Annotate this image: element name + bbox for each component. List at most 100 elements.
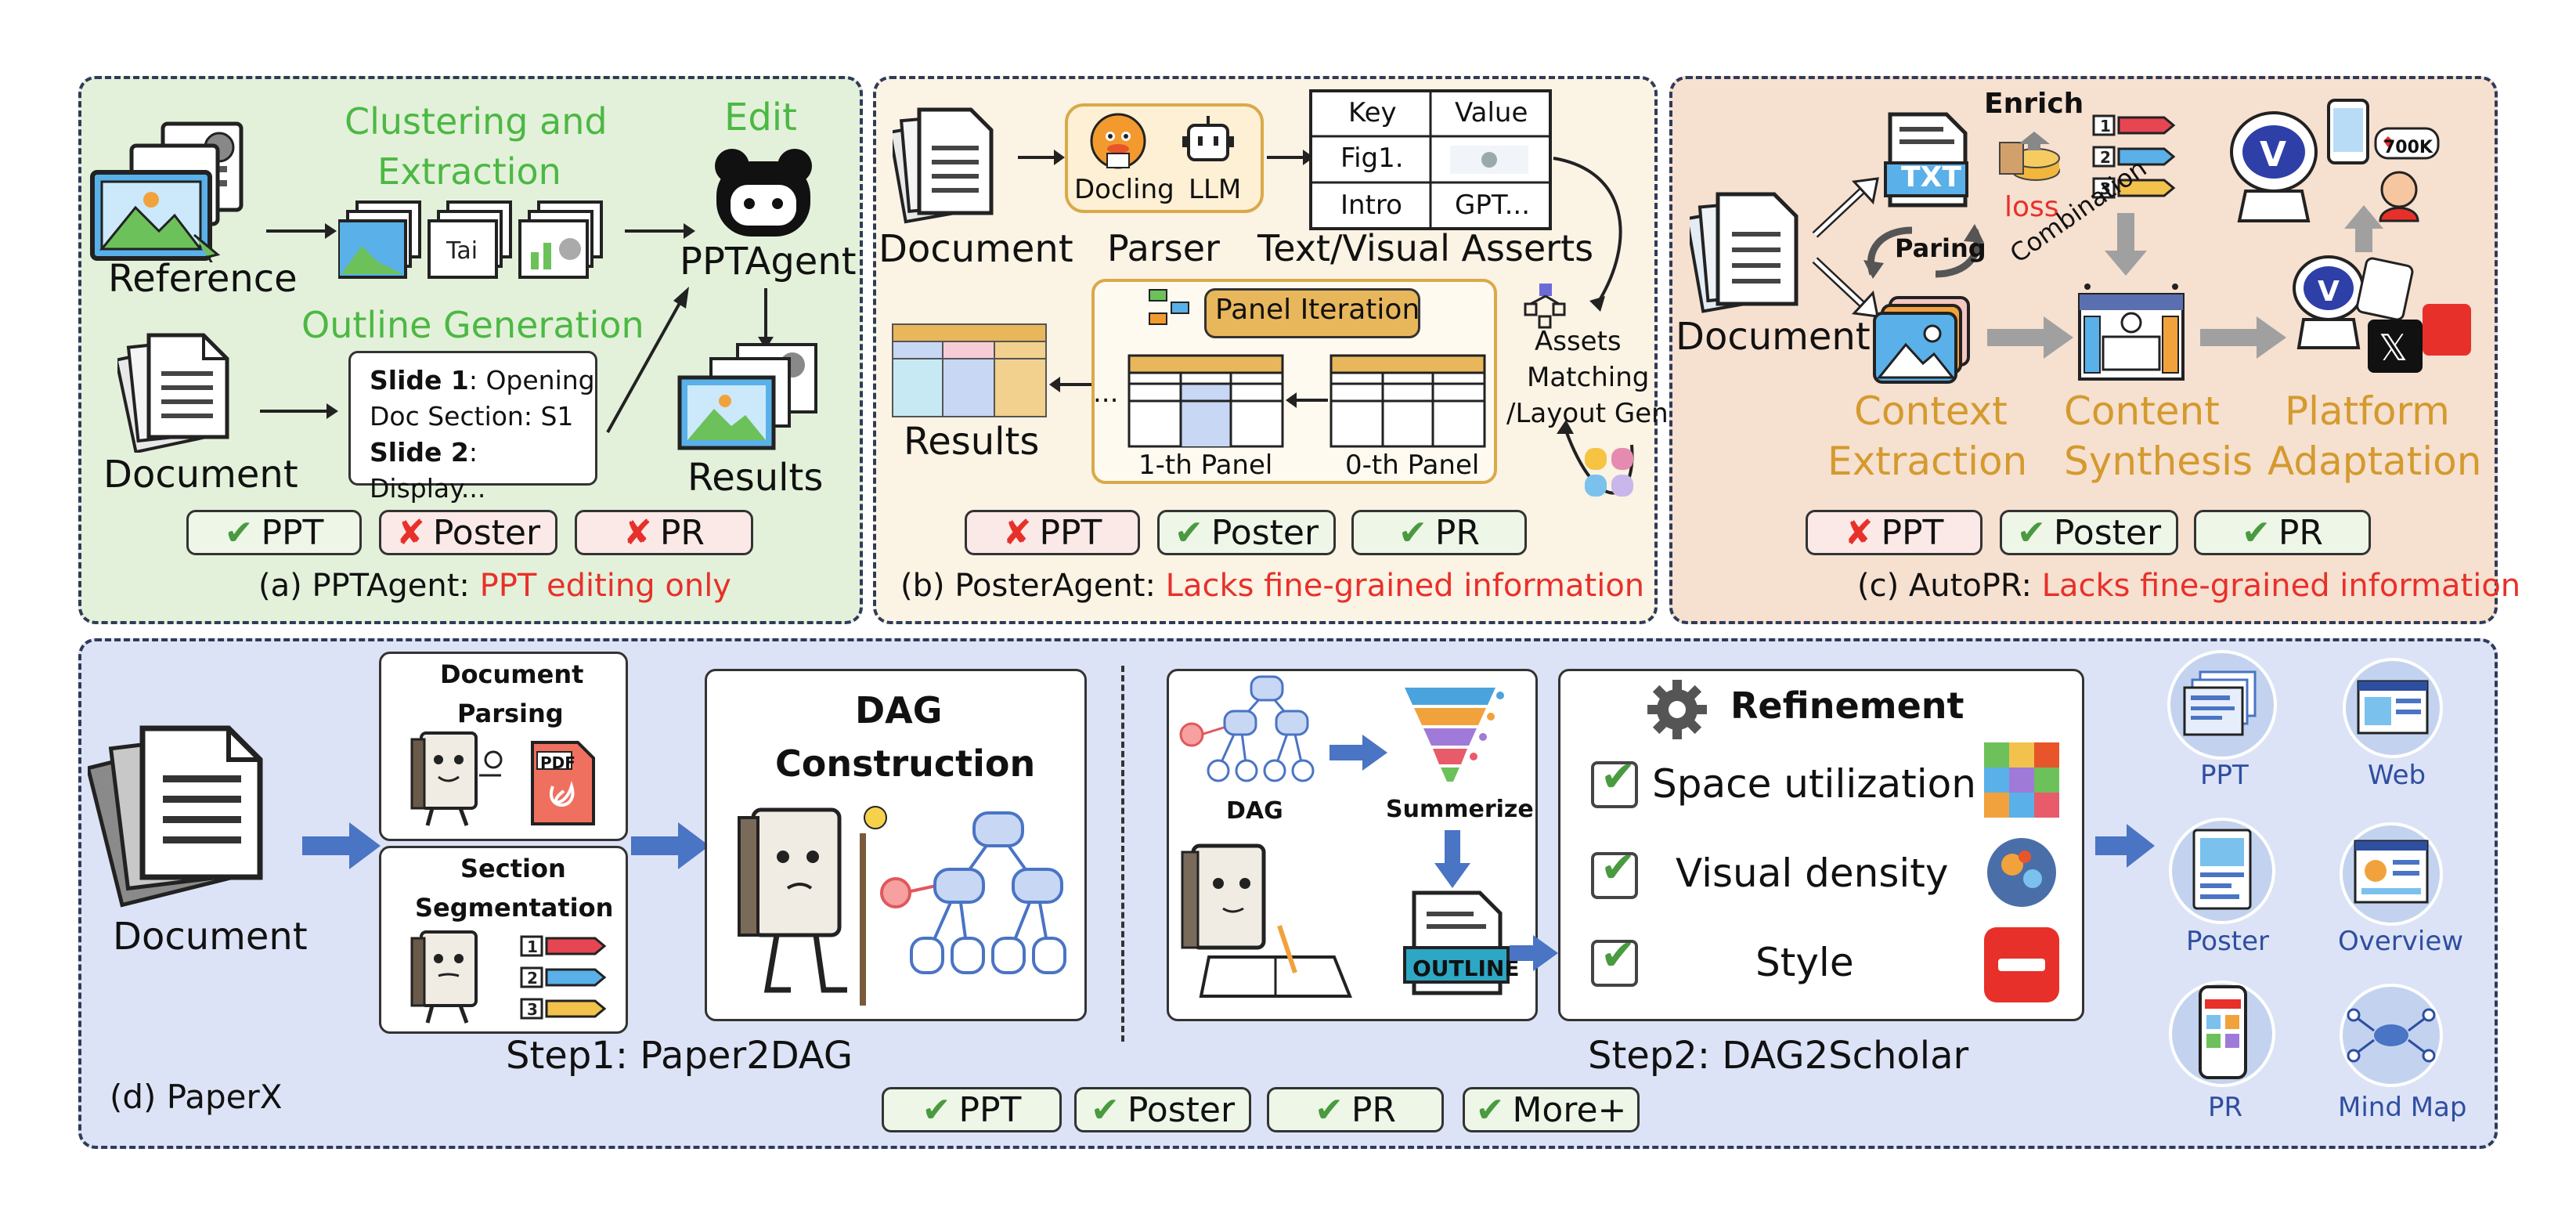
- gear-icon: [1647, 680, 1707, 739]
- poster-output-icon: [2169, 818, 2275, 924]
- context-label-2: Extraction: [1827, 439, 2028, 484]
- check-icon: ✔: [1090, 1089, 1120, 1130]
- arrow-icon: [2344, 205, 2383, 252]
- arrow-icon: [266, 223, 337, 239]
- svg-text:𝕏: 𝕏: [2379, 327, 2408, 369]
- badge-ppt: ✔PPT: [186, 510, 362, 555]
- cross-icon: ✘: [623, 512, 652, 553]
- results-slides-icon: [677, 343, 817, 450]
- layout-colors-icon: [1585, 448, 1633, 497]
- arrow-icon: [1812, 177, 1879, 238]
- blue-arrow-icon: [302, 822, 381, 869]
- table-header-value: Value: [1455, 97, 1528, 128]
- refine-item-space: Space utilization: [1652, 761, 1976, 807]
- check-icon: ✔: [2242, 512, 2271, 553]
- docling-label: Docling: [1074, 174, 1174, 205]
- badge-ppt: ✔PPT: [882, 1087, 1062, 1132]
- layout-gen-label: /Layout Gen: [1506, 398, 1669, 429]
- refine-checkbox-2: [1591, 852, 1638, 899]
- dag-construction-label-1: DAG: [855, 689, 943, 731]
- arrow-icon: [606, 287, 689, 433]
- cross-icon: ✘: [1002, 512, 1032, 553]
- arrow-icon: [1812, 257, 1879, 318]
- output-poster-label: Poster: [2186, 926, 2270, 957]
- summerize-label: Summerize: [1386, 796, 1534, 823]
- panel-b-caption: (b) PosterAgent: Lacks fine-grained info…: [900, 568, 1645, 604]
- badge-poster: ✘Poster: [379, 510, 557, 555]
- check-icon: ✔: [2016, 512, 2046, 553]
- clustering-label: Clustering and: [345, 100, 608, 143]
- assets-table: [1309, 89, 1552, 230]
- svg-text:3: 3: [527, 1000, 538, 1019]
- pptagent-logo-icon: [715, 149, 812, 237]
- docling-duck-icon: [1090, 113, 1146, 169]
- results-poster-icon: [892, 323, 1047, 417]
- assets-matching-icon: [1524, 284, 1566, 329]
- pdf-file-icon: [531, 741, 595, 825]
- llm-label: LLM: [1189, 174, 1242, 205]
- web-output-icon: [2343, 658, 2443, 758]
- badge-pr: ✔PR: [1267, 1087, 1444, 1132]
- loss-label: loss: [2004, 191, 2059, 223]
- svg-text:V: V: [2318, 276, 2340, 308]
- arrow-icon: [260, 403, 338, 419]
- arrow-icon: [758, 288, 774, 349]
- table-cell-gpt: GPT...: [1455, 190, 1531, 221]
- outline-file-icon: [1403, 890, 1510, 995]
- refine-item-style: Style: [1755, 940, 1854, 985]
- extraction-label: Extraction: [377, 150, 561, 193]
- content-label-2: Synthesis: [2064, 439, 2253, 484]
- platform-label-1: Platform: [2285, 388, 2450, 434]
- refine-checkbox-1: [1591, 761, 1638, 808]
- badge-more: ✔More+: [1463, 1087, 1640, 1132]
- svg-text:3: 3: [2100, 179, 2111, 198]
- slide1-text: : Opening: [468, 365, 595, 395]
- badge-ppt: ✘PPT: [965, 510, 1140, 555]
- badge-pr: ✔PR: [1351, 510, 1527, 555]
- slide2-text: : Display...: [370, 437, 486, 504]
- svg-text:1: 1: [527, 937, 538, 956]
- check-icon: ✔: [1600, 843, 1636, 892]
- arrow-icon: [625, 223, 695, 239]
- book-character-icon: [410, 731, 503, 826]
- panel-d-caption: (d) PaperX: [110, 1078, 283, 1116]
- writing-book-character-icon: [1181, 843, 1352, 998]
- section-seg-label-2: Segmentation: [415, 893, 614, 923]
- small-dag-label: DAG: [1226, 797, 1283, 825]
- paring-label: Paring: [1895, 233, 1986, 263]
- assets-label: Assets: [1535, 326, 1622, 357]
- zeroth-panel-label: 0-th Panel: [1345, 450, 1480, 481]
- svg-text:1: 1: [2100, 117, 2111, 135]
- document-icon: [88, 725, 263, 908]
- document-label: Document: [103, 453, 298, 497]
- table-header-key: Key: [1348, 97, 1397, 128]
- enrich-label: Enrich: [1984, 88, 2084, 120]
- blue-arrow-icon: [1434, 830, 1470, 888]
- paring-cycle-icon: [1863, 224, 1984, 279]
- step2-label: Step2: DAG2Scholar: [1588, 1034, 1969, 1078]
- check-icon: ✔: [1398, 512, 1427, 553]
- robot-presenter-icon: V: [2230, 99, 2440, 222]
- svg-text:2: 2: [2100, 148, 2111, 167]
- badge-pr: ✘PR: [575, 510, 753, 555]
- panel-a-caption: (a) PPTAgent: PPT editing only: [258, 568, 731, 604]
- outline-box: Slide 1: Opening Doc Section: S1 Slide 2…: [348, 351, 597, 504]
- arrow-icon: [1267, 150, 1314, 165]
- blue-arrow-icon: [2095, 824, 2155, 868]
- output-ppt-label: PPT: [2200, 760, 2249, 791]
- edit-label: Edit: [724, 96, 797, 139]
- cross-icon: ✘: [1844, 512, 1874, 553]
- parser-label: Parser: [1107, 227, 1220, 269]
- document-icon: [893, 107, 994, 224]
- arrow-icon: [1987, 316, 2073, 359]
- document-label: Document: [879, 227, 1073, 271]
- xiaohongshu-logo-icon: [1984, 927, 2059, 1002]
- list-icon: 1 2 3: [520, 935, 607, 1020]
- divider: [1121, 666, 1124, 1042]
- blue-arrow-icon: [1510, 935, 1558, 971]
- check-icon: ✔: [224, 512, 254, 553]
- check-icon: ✔: [1174, 512, 1203, 553]
- density-burst-icon: [1987, 838, 2056, 907]
- output-pr-label: PR: [2208, 1092, 2243, 1123]
- arrow-icon: [1018, 150, 1065, 165]
